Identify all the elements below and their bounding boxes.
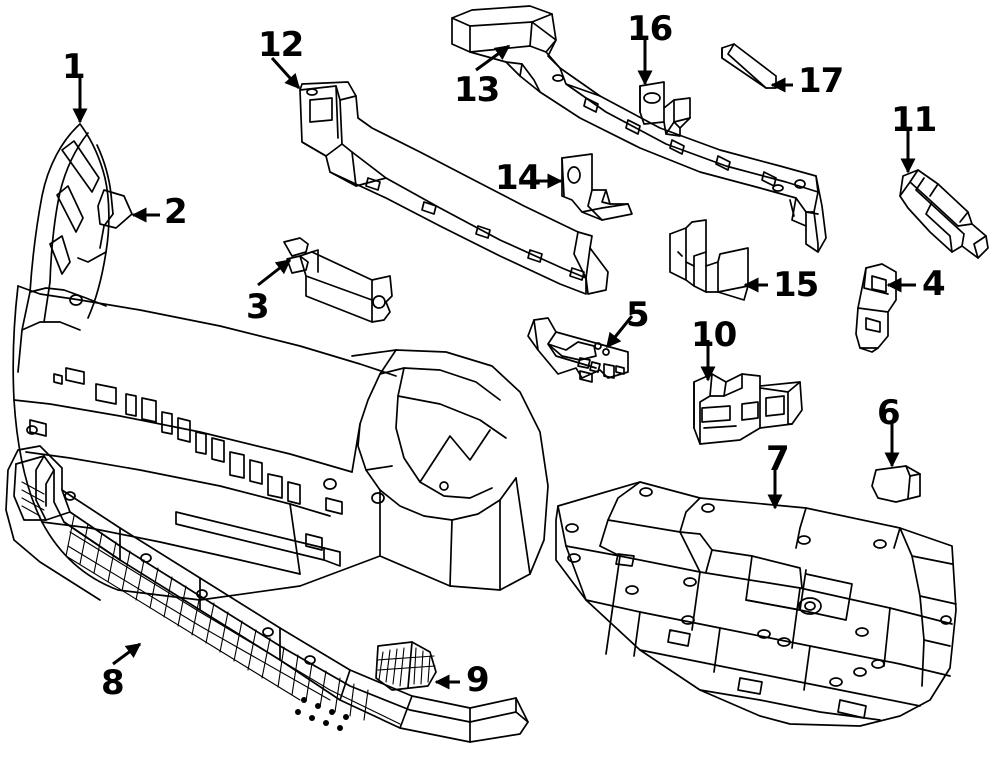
callout-number-7[interactable]: 7 xyxy=(766,439,790,479)
part-8-lower-valance xyxy=(5,445,529,743)
callout-leader-3 xyxy=(257,258,292,287)
part-outlines-group xyxy=(5,5,989,743)
callout-number-14[interactable]: 14 xyxy=(495,158,541,198)
callout-number-11[interactable]: 11 xyxy=(891,100,937,140)
callout-leader-12 xyxy=(270,56,301,90)
callout-number-10[interactable]: 10 xyxy=(691,315,737,355)
callout-number-12[interactable]: 12 xyxy=(258,25,304,65)
part-10-side-support-bracket xyxy=(693,373,803,445)
part-1-fender-bracket xyxy=(17,123,114,373)
part-6-tow-hook-cover xyxy=(871,465,921,503)
callout-number-3[interactable]: 3 xyxy=(246,287,270,327)
part-14-stay-bracket xyxy=(561,153,633,221)
part-12-upper-tie-bar xyxy=(299,81,609,295)
part-9-fog-grille xyxy=(375,641,437,691)
callout-number-8[interactable]: 8 xyxy=(101,663,125,703)
part-7-engine-under-cover xyxy=(555,481,957,727)
callout-leader-5 xyxy=(605,315,634,349)
callout-leader-8 xyxy=(112,642,142,666)
callout-number-1[interactable]: 1 xyxy=(62,47,86,87)
part-16-latch-striker xyxy=(639,81,691,137)
part-4-mounting-bracket xyxy=(855,263,897,353)
callout-number-15[interactable]: 15 xyxy=(773,265,819,305)
part-13-radiator-upper-support xyxy=(451,5,827,253)
callout-number-5[interactable]: 5 xyxy=(626,295,650,335)
part-5-headlamp-bracket xyxy=(527,317,629,383)
callout-number-13[interactable]: 13 xyxy=(454,70,500,110)
part-main-bumper-cover xyxy=(12,285,549,601)
callout-number-4[interactable]: 4 xyxy=(922,264,946,304)
callout-number-2[interactable]: 2 xyxy=(164,192,188,232)
part-15-reinforcement-plate xyxy=(669,219,749,301)
callout-number-6[interactable]: 6 xyxy=(877,393,901,433)
callout-number-16[interactable]: 16 xyxy=(627,9,673,49)
callout-number-17[interactable]: 17 xyxy=(798,61,844,101)
part-2-filler-panel xyxy=(97,189,133,229)
callout-number-9[interactable]: 9 xyxy=(466,660,490,700)
callout-leader-13 xyxy=(475,44,511,72)
part-11-impact-absorber-bar xyxy=(899,169,989,259)
